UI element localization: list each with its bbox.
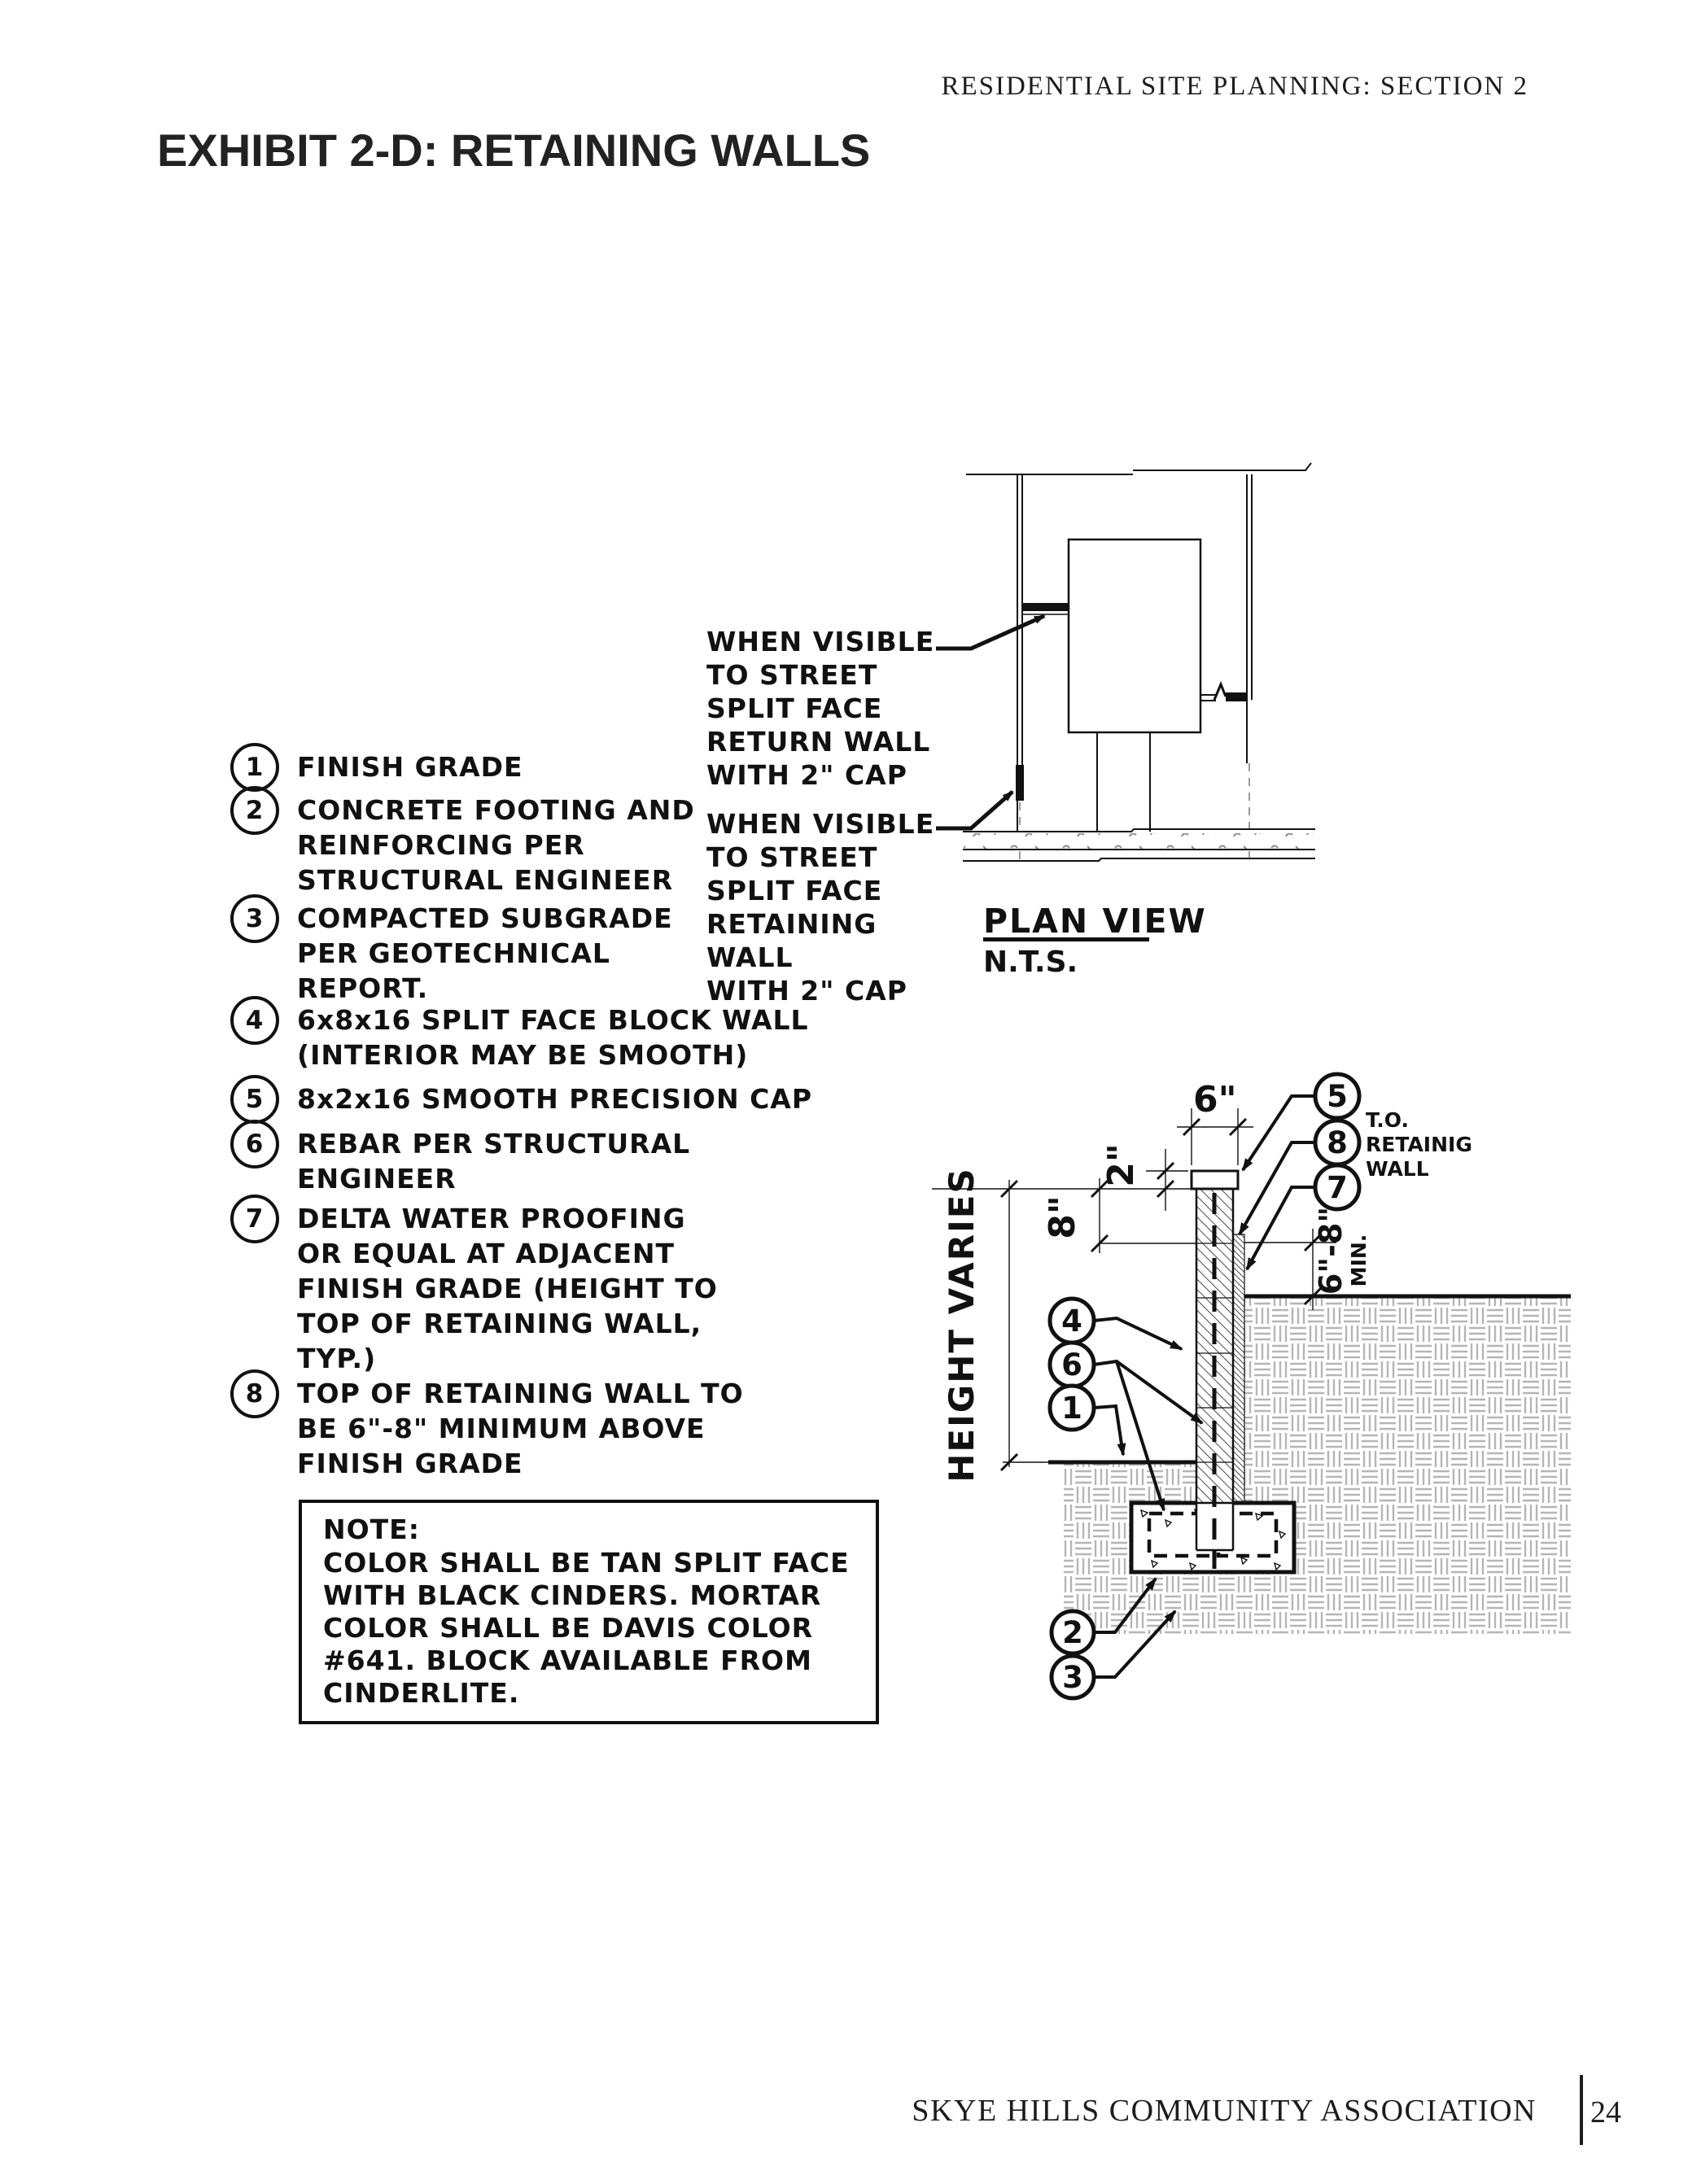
callout-bubble-3	[1049, 1653, 1096, 1701]
plan-leader-retaining-wall	[936, 790, 1014, 831]
section-leader-arrows	[1092, 1094, 1315, 1679]
plan-street-edge-line	[963, 858, 1315, 862]
callout-number-5: 5	[1327, 1079, 1348, 1114]
legend-item-6: 6 REBAR PER STRUCTURAL ENGINEER	[230, 1120, 818, 1196]
section-precision-cap	[1190, 1169, 1240, 1190]
section-dim-height-varies-label: HEIGHT VARIES	[942, 1167, 982, 1482]
leader-callout-4	[1093, 1316, 1183, 1351]
plan-view-label-underline	[983, 937, 1149, 941]
plan-callout-retaining-wall: WHEN VISIBLE TO STREET SPLIT FACE RETAIN…	[706, 808, 935, 1007]
plan-callout-return-wall: WHEN VISIBLE TO STREET SPLIT FACE RETURN…	[706, 626, 935, 791]
plan-view-label: PLAN VIEW	[983, 902, 1207, 941]
plan-leader-return-wall	[936, 614, 1046, 651]
legend-item-2: 2 CONCRETE FOOTING AND REINFORCING PER S…	[230, 786, 818, 898]
leader-callout-6-footing	[1115, 1361, 1165, 1512]
leader-callout-3	[1092, 1610, 1177, 1679]
callout-number-4: 4	[1061, 1304, 1082, 1339]
callout-number-3: 3	[1062, 1660, 1083, 1695]
section-dim-course-label: 8"	[1042, 1195, 1083, 1239]
to-label-line-2: RETAINIG	[1366, 1133, 1472, 1156]
plan-view-drawing: PLAN VIEW N.T.S.	[936, 462, 1315, 979]
section-earth-hatch	[1064, 1296, 1571, 1634]
legend-item-1: 1 FINISH GRADE	[230, 743, 818, 792]
legend-item-number: 7	[230, 1195, 279, 1243]
legend-item-text: REBAR PER STRUCTURAL ENGINEER	[297, 1128, 691, 1195]
legend-item-text: 8x2x16 SMOOTH PRECISION CAP	[297, 1083, 813, 1115]
to-label-line-3: WALL	[1366, 1157, 1429, 1181]
note-box: NOTE: COLOR SHALL BE TAN SPLIT FACE WITH…	[299, 1500, 879, 1724]
leader-callout-6-rebar	[1093, 1359, 1204, 1425]
legend-item-text: FINISH GRADE	[297, 751, 523, 783]
legend-item-number: 1	[230, 743, 279, 792]
callout-bubble-2	[1049, 1609, 1096, 1656]
legend-item-number: 4	[230, 996, 279, 1045]
footer-page-number: 24	[1590, 2095, 1621, 2129]
legend-item-number: 6	[230, 1120, 279, 1168]
footer-divider	[1580, 2075, 1583, 2145]
callout-number-2: 2	[1062, 1615, 1083, 1650]
plan-right-wall-bar	[1200, 681, 1248, 701]
footer-org: SKYE HILLS COMMUNITY ASSOCIATION	[912, 2094, 1537, 2128]
callout-bubble-5	[1313, 1072, 1362, 1120]
legend-item-number: 8	[230, 1369, 279, 1418]
legend-item-text: COMPACTED SUBGRADE PER GEOTECHNICAL REPO…	[297, 902, 673, 1004]
section-dim-exposure-label: 6"-8"	[1313, 1207, 1349, 1295]
section-waterproofing-strip	[1232, 1234, 1245, 1504]
legend-item-7: 7 DELTA WATER PROOFING OR EQUAL AT ADJAC…	[230, 1195, 818, 1376]
callout-bubble-1	[1047, 1383, 1096, 1432]
section-dim-exposure-min-label: MIN.	[1347, 1234, 1371, 1287]
callout-number-1: 1	[1061, 1391, 1082, 1426]
header-text: RESIDENTIAL SITE PLANNING: SECTION 2	[941, 72, 1528, 101]
section-dim-width-label: 6"	[1193, 1079, 1237, 1120]
legend-item-4: 4 6x8x16 SPLIT FACE BLOCK WALL (INTERIOR…	[230, 996, 818, 1072]
plan-scale-label: N.T.S.	[983, 946, 1078, 979]
legend-item-text: TOP OF RETAINING WALL TO BE 6"-8" MINIMU…	[297, 1378, 744, 1479]
callout-number-6: 6	[1061, 1348, 1082, 1382]
section-to-retaining-wall-label: T.O. RETAINIG WALL	[1366, 1108, 1472, 1181]
plan-driveway-lines	[1096, 732, 1151, 832]
legend-item-5: 5 8x2x16 SMOOTH PRECISION CAP	[230, 1075, 818, 1124]
legend-item-number: 2	[230, 786, 279, 835]
section-block-wall	[1190, 1169, 1245, 1569]
legend-item-text: 6x8x16 SPLIT FACE BLOCK WALL (INTERIOR M…	[297, 1004, 809, 1071]
plan-break-symbol	[1213, 681, 1227, 701]
note-title: NOTE:	[323, 1514, 420, 1545]
plan-sidewalk	[963, 828, 1315, 862]
leader-callout-7	[1245, 1186, 1315, 1271]
callout-number-8: 8	[1327, 1125, 1348, 1160]
section-wall-in-footing	[1195, 1503, 1235, 1552]
note-body: COLOR SHALL BE TAN SPLIT FACE WITH BLACK…	[323, 1547, 850, 1709]
plan-sidewalk-stipple	[964, 833, 1315, 849]
callout-bubble-7	[1313, 1163, 1362, 1212]
legend-item-3: 3 COMPACTED SUBGRADE PER GEOTECHNICAL RE…	[230, 894, 818, 1006]
legend-item-text: CONCRETE FOOTING AND REINFORCING PER STR…	[297, 794, 695, 896]
plan-leader-arrows	[936, 614, 1046, 831]
leader-callout-8	[1238, 1141, 1315, 1236]
leader-callout-5	[1241, 1094, 1315, 1172]
callout-number-7: 7	[1327, 1170, 1348, 1205]
plan-return-wall-bar	[1022, 603, 1069, 615]
plan-top-boundary-line	[966, 462, 1312, 475]
plan-retaining-wall-bar	[1016, 765, 1024, 801]
plan-boundary-lines	[966, 462, 1312, 832]
leader-callout-2	[1092, 1577, 1157, 1634]
legend-item-number: 3	[230, 894, 279, 943]
to-label-line-1: T.O.	[1366, 1108, 1409, 1132]
legend-item-8: 8 TOP OF RETAINING WALL TO BE 6"-8" MINI…	[230, 1369, 818, 1481]
section-dim-cap-label: 2"	[1100, 1143, 1142, 1187]
plan-house-footprint	[1067, 538, 1202, 734]
legend-item-text: DELTA WATER PROOFING OR EQUAL AT ADJACEN…	[297, 1203, 718, 1374]
section-detail-drawing: 6" 2" 8" HEIGHT VARIES 6"-8" MIN. 5 8 7	[932, 1072, 1571, 1701]
page-title: EXHIBIT 2-D: RETAINING WALLS	[157, 124, 871, 176]
leader-callout-1	[1093, 1404, 1126, 1457]
legend-item-number: 5	[230, 1075, 279, 1124]
section-callouts: 5 8 7 4 6 1 2 3	[1047, 1072, 1362, 1701]
